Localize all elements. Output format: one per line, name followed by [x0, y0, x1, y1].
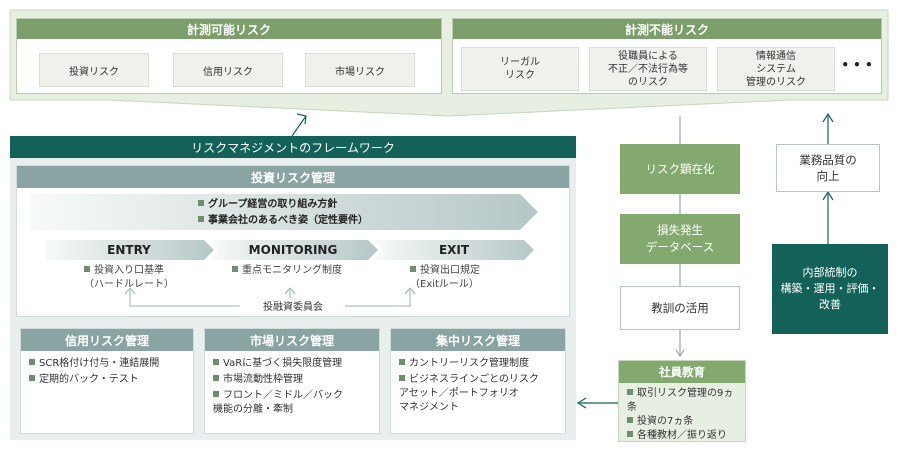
concentration-risk-mgmt-header: 集中リスク管理	[391, 329, 565, 351]
policy-line-1: グループ経営の取り組み方針	[198, 198, 337, 212]
stage-monitoring-sub: 重点モニタリング制度	[232, 264, 342, 278]
concentration-risk-mgmt-box: 集中リスク管理 カントリーリスク管理制度 ビジネスラインごとのリスク アセット／…	[390, 328, 566, 434]
stage-exit-title: EXIT	[438, 243, 470, 257]
training-box: 社員教育 取引リスク管理の9ヵ条 投資の7ヵ条 各種教材／振り返り	[618, 360, 746, 442]
list-item: VaRに基づく損失限度管理	[213, 357, 371, 371]
more-items-ellipsis: • • •	[841, 58, 873, 72]
quality-box: 業務品質の 向上	[776, 144, 880, 192]
investment-mgmt-header: 投資リスク管理	[17, 166, 569, 188]
list-item: SCR格付け付与・連結展開	[29, 357, 185, 371]
bullet-square-icon	[213, 359, 219, 365]
unmeasurable-risk-header: 計測不能リスク	[453, 19, 881, 39]
stage-monitoring-title: MONITORING	[248, 243, 338, 257]
policy-line-2: 事業会社のあるべき姿（定性要件）	[198, 214, 368, 228]
credit-risk-item: 信用リスク	[173, 53, 283, 87]
stage-exit-sub: 投資出口規定 （Exitルール）	[410, 265, 480, 290]
measurable-risk-box: 計測可能リスク 投資リスク 信用リスク 市場リスク	[16, 18, 442, 94]
legal-risk-item: リーガル リスク	[461, 47, 579, 91]
internal-control-box: 内部統制の 構築・運用・評価・ 改善	[772, 244, 888, 334]
committee-connector	[124, 287, 416, 307]
lessons-box: 教訓の活用	[620, 286, 740, 330]
bullet-square-icon	[29, 359, 35, 365]
training-header: 社員教育	[619, 361, 745, 383]
list-item: 投資の7ヵ条	[627, 415, 737, 429]
bullet-square-icon	[232, 266, 238, 272]
bullet-square-icon	[627, 417, 633, 423]
risk-manifest-box: リスク顕在化	[620, 144, 740, 194]
market-risk-item: 市場リスク	[305, 53, 415, 87]
loss-database-box: 損失発生 データベース	[620, 214, 740, 264]
bullet-square-icon	[213, 375, 219, 381]
stage-entry-title: ENTRY	[107, 243, 151, 257]
it-system-risk-item: 情報通信 システム 管理のリスク	[717, 47, 835, 91]
measurable-risk-header: 計測可能リスク	[17, 19, 441, 39]
list-item: 定期的バック・テスト	[29, 373, 185, 387]
bullet-square-icon	[213, 391, 219, 397]
bullet-square-icon	[198, 216, 204, 222]
list-item: カントリーリスク管理制度	[399, 357, 557, 371]
bullet-square-icon	[84, 266, 90, 272]
bullet-square-icon	[627, 431, 633, 437]
bullet-square-icon	[399, 375, 405, 381]
bullet-square-icon	[399, 359, 405, 365]
framework-bar: リスクマネジメントのフレームワーク	[10, 136, 576, 158]
bullet-square-icon	[627, 389, 633, 395]
bullet-square-icon	[410, 266, 416, 272]
policy-arrow	[30, 194, 538, 230]
list-item: 市場流動性枠管理	[213, 373, 371, 387]
list-item: 取引リスク管理の9ヵ条	[627, 388, 734, 413]
bullet-square-icon	[198, 200, 204, 206]
unmeasurable-risk-box: 計測不能リスク リーガル リスク 役職員による 不正／不法行為等 のリスク 情報…	[452, 18, 882, 94]
list-item: フロント／ミドル／バック 機能の分離・牽制	[213, 390, 343, 415]
credit-risk-mgmt-box: 信用リスク管理 SCR格付け付与・連結展開 定期的バック・テスト	[20, 328, 194, 434]
credit-risk-mgmt-header: 信用リスク管理	[21, 329, 193, 351]
stage-entry-sub: 投資入り口基準 （ハードルレート）	[84, 265, 174, 290]
list-item: ビジネスラインごとのリスク アセット／ポートフォリオ マネジメント	[399, 374, 539, 413]
stage-arrows	[46, 240, 534, 260]
market-risk-mgmt-box: 市場リスク管理 VaRに基づく損失限度管理 市場流動性枠管理 フロント／ミドル／…	[204, 328, 380, 434]
market-risk-mgmt-header: 市場リスク管理	[205, 329, 379, 351]
investment-risk-item: 投資リスク	[39, 53, 149, 87]
list-item: 各種教材／振り返り	[627, 429, 737, 443]
committee-label: 投融資委員会	[263, 301, 323, 313]
bullet-square-icon	[29, 375, 35, 381]
misconduct-risk-item: 役職員による 不正／不法行為等 のリスク	[589, 47, 707, 91]
